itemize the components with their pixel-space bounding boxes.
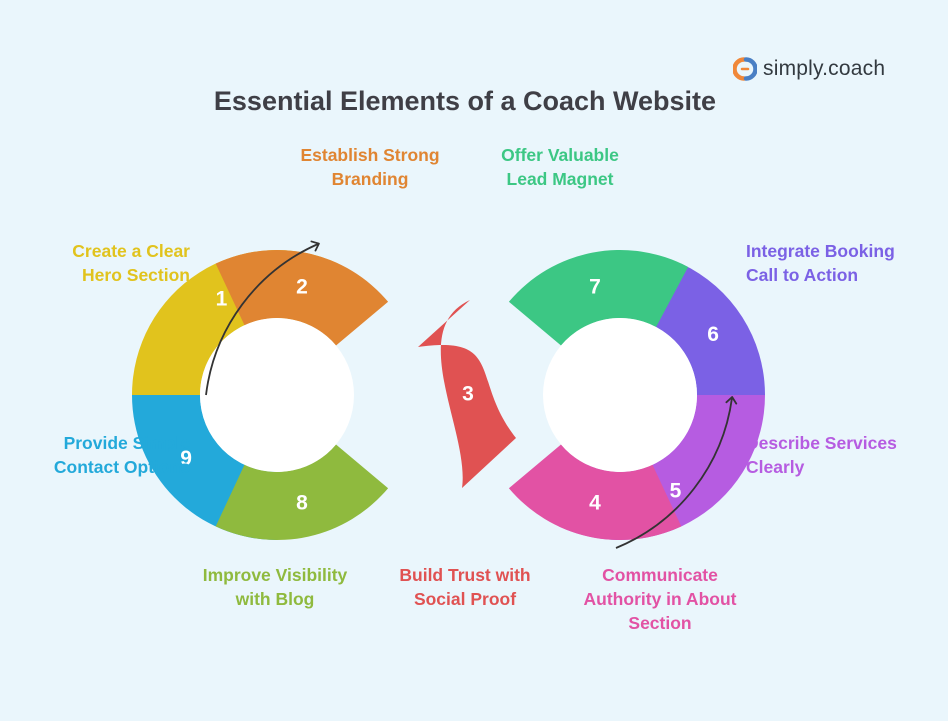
brand-logo: simply.coach <box>733 56 885 82</box>
segment-3 <box>418 300 516 488</box>
step-label-line: Hero Section <box>82 265 190 285</box>
segment-number-7: 7 <box>589 275 601 298</box>
step-label-line: Create a Clear <box>72 241 190 261</box>
step-label-line: Clearly <box>746 457 805 477</box>
segment-2 <box>215 249 389 346</box>
step-label-line: Establish Strong <box>300 145 440 165</box>
step-label-line: Lead Magnet <box>506 169 614 189</box>
step-label-line: Provide Simple <box>63 433 190 453</box>
step-label-line: Describe Services <box>746 433 897 453</box>
page-title: Essential Elements of a Coach Website <box>213 86 717 116</box>
left-ring-center <box>200 318 354 472</box>
cycle-arrow-right <box>615 396 738 549</box>
step-label-line: Build Trust with <box>399 565 531 585</box>
step-label-line: Offer Valuable <box>501 145 619 165</box>
segment-number-6: 6 <box>707 323 719 346</box>
step-label-line: Call to Action <box>746 265 859 285</box>
step-label-line: Authority in About <box>583 589 737 609</box>
step-label-line: Communicate <box>602 565 718 585</box>
segment-number-8: 8 <box>296 492 308 515</box>
segment-4 <box>508 444 682 541</box>
segment-number-9: 9 <box>180 447 192 470</box>
step-label-line: Branding <box>331 169 409 189</box>
step-label-line: Section <box>628 613 692 633</box>
step-label-line: Contact Options <box>53 457 190 477</box>
segment-number-5: 5 <box>670 480 682 503</box>
step-label-line: with Blog <box>235 589 315 609</box>
step-label-line: Improve Visibility <box>202 565 348 585</box>
segment-number-1: 1 <box>216 287 228 310</box>
step-label-line: Social Proof <box>413 589 517 609</box>
right-ring-center <box>543 318 697 472</box>
step-label-line: Integrate Booking <box>746 241 895 261</box>
segment-number-2: 2 <box>296 275 308 298</box>
segment-6 <box>652 263 765 395</box>
cycle-arrow-left <box>205 240 320 396</box>
segment-7 <box>508 250 689 346</box>
segment-number-4: 4 <box>589 492 601 515</box>
step-label-8: Improve Visibility with Blog <box>180 563 370 611</box>
brand-name: simply.coach <box>763 57 886 80</box>
segment-8 <box>215 444 389 541</box>
simply-coach-logo-icon <box>733 57 757 81</box>
segment-number-3: 3 <box>462 383 474 406</box>
